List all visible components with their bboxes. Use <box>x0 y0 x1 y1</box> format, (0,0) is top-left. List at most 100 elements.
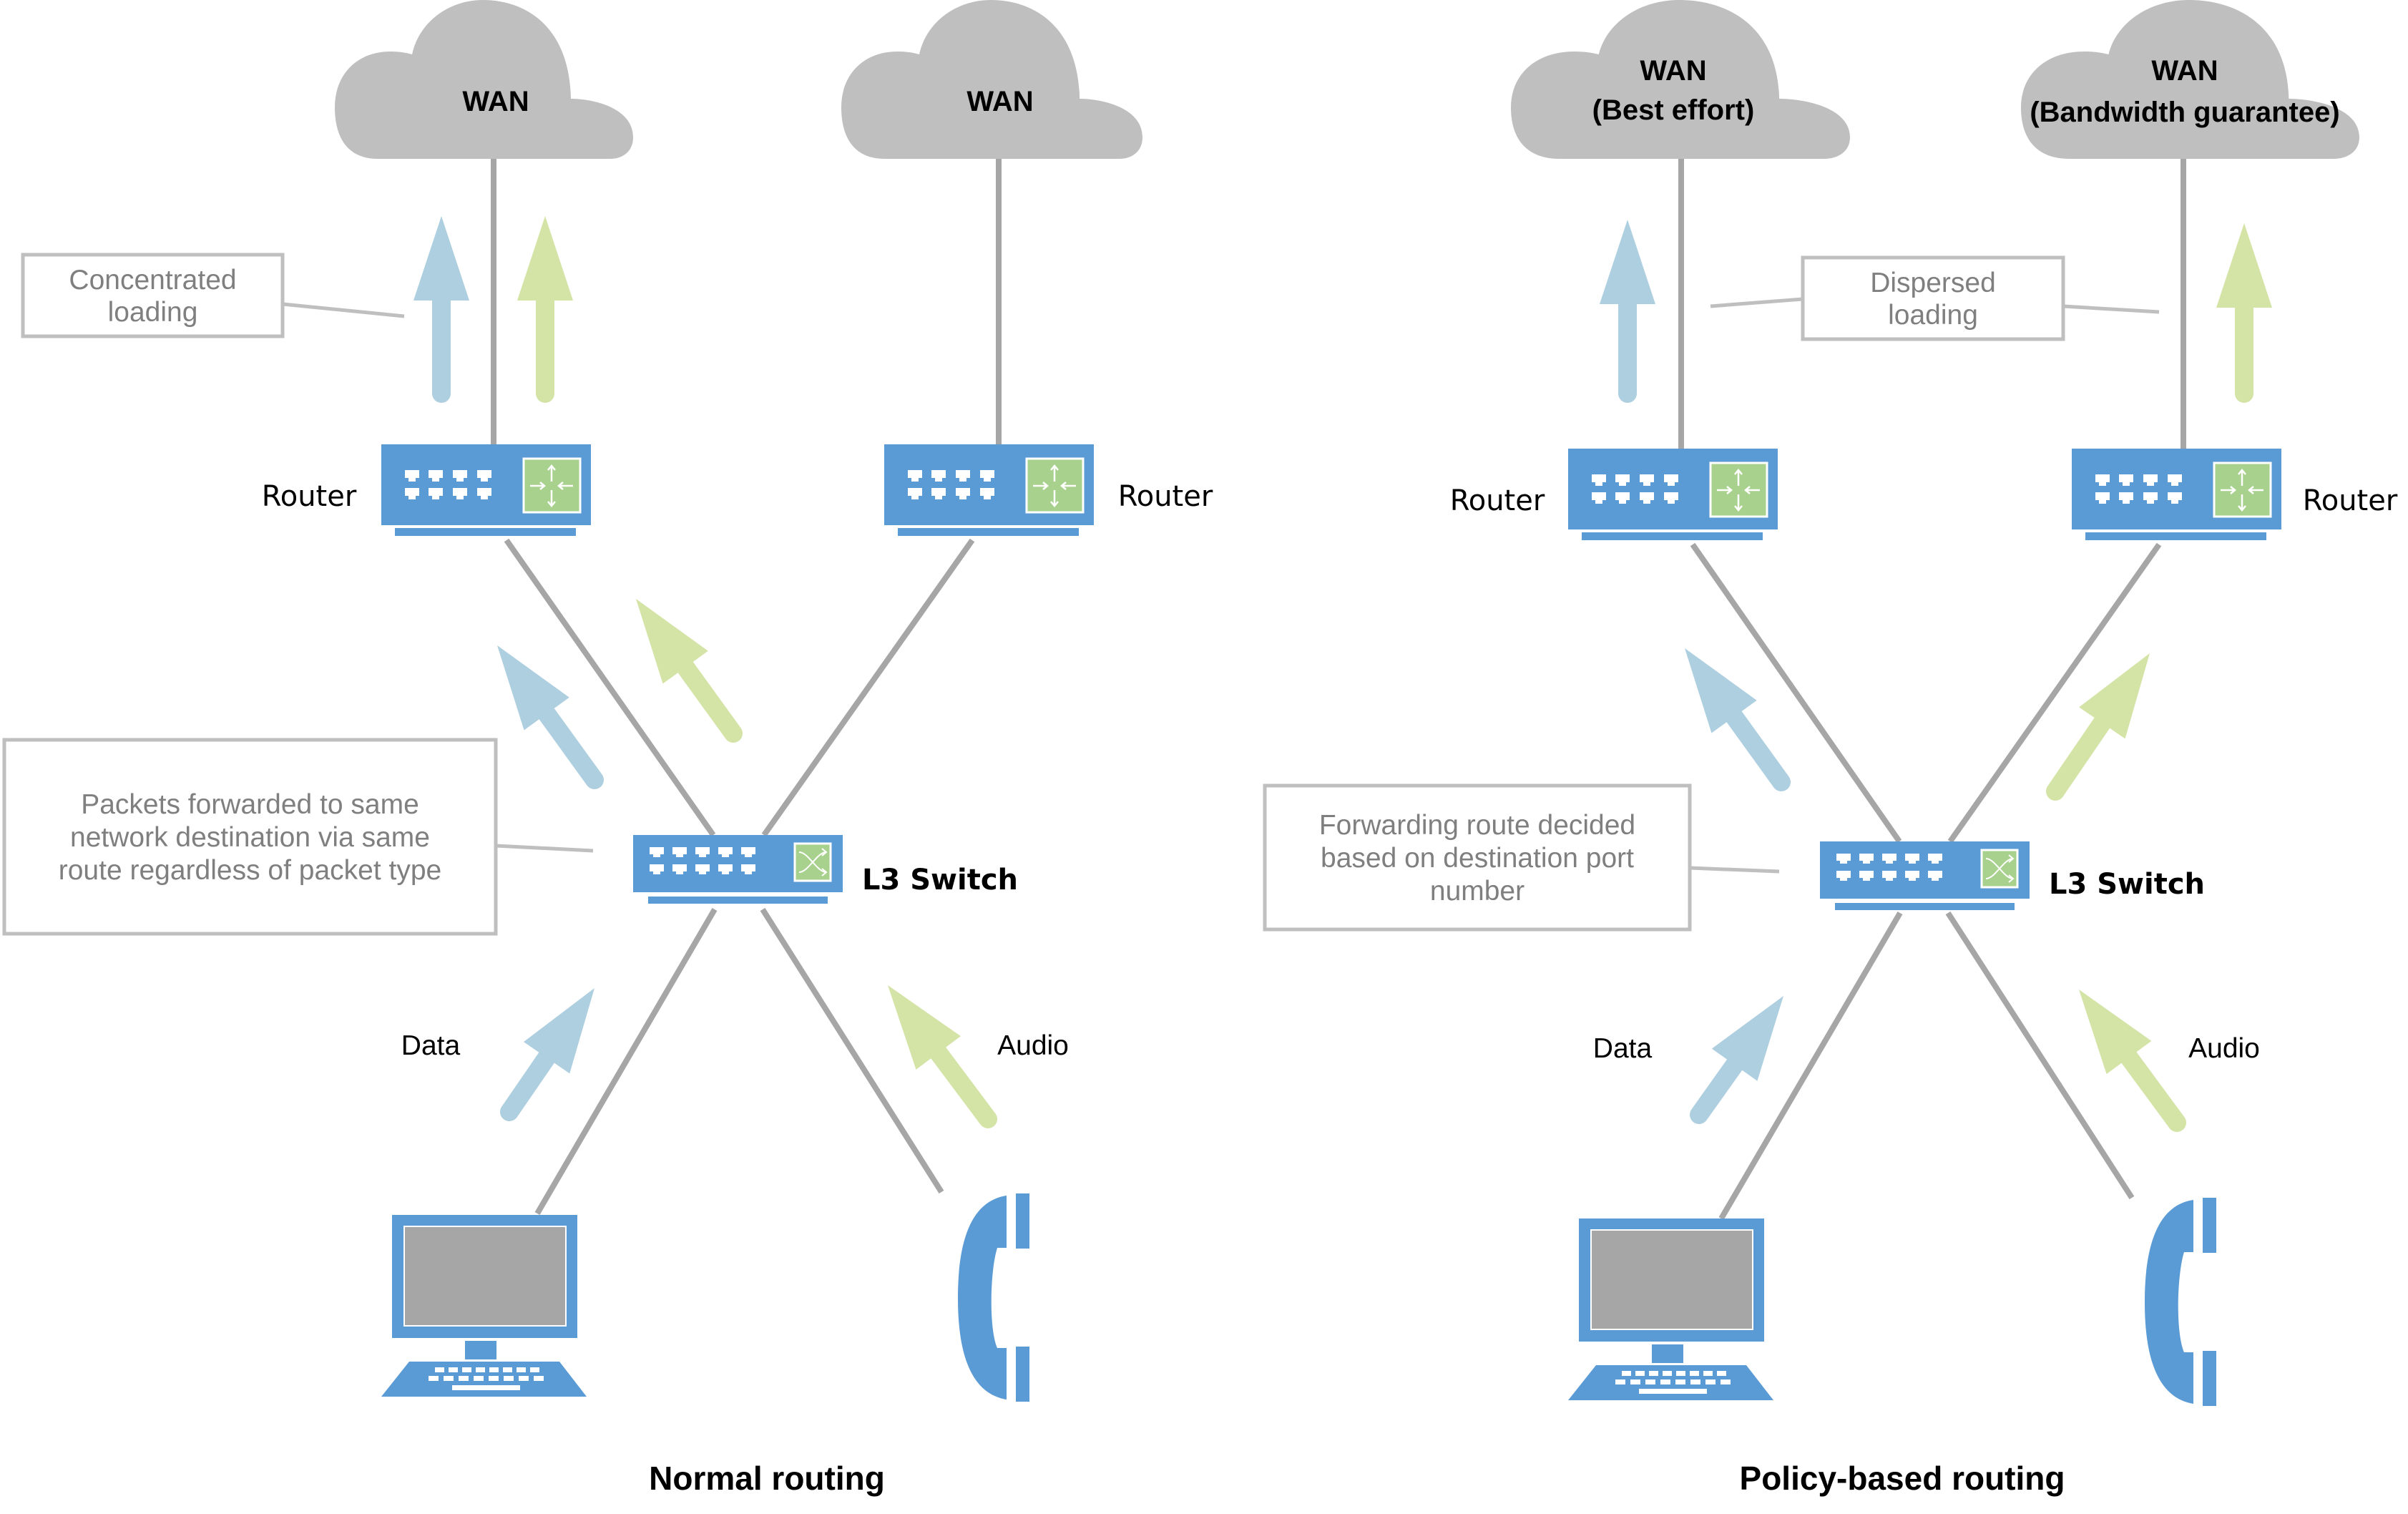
policy-callout-forwarding-text-line: based on destination port <box>1321 843 1634 874</box>
normal-callout-loading-text-line: Concentrated <box>69 265 236 296</box>
normal-callout-loading-box <box>21 253 285 338</box>
callout-leader-line <box>1689 866 1780 874</box>
wan-cloud-policy-2 <box>2021 0 2359 159</box>
wan-cloud-normal-1 <box>335 0 633 159</box>
data-traffic-arrow-shaft <box>535 702 604 789</box>
audio-traffic-arrow-shaft <box>2118 1045 2186 1132</box>
data-traffic-arrow-head <box>1600 220 1655 304</box>
cloud-shape <box>1511 0 1850 159</box>
callout-leader-line <box>2062 304 2160 314</box>
data-traffic-arrow <box>1690 996 1783 1124</box>
wan-label: WAN <box>1640 55 1706 87</box>
audio-traffic-arrow-shaft <box>674 655 743 743</box>
wan-cloud-policy-1 <box>1511 0 1850 159</box>
wan-label: WAN <box>462 86 529 117</box>
router-label: Router <box>262 480 357 513</box>
wan-label: WAN <box>2151 55 2218 87</box>
policy-callout-loading-box <box>1801 255 2065 341</box>
l3-switch-icon[interactable] <box>1819 840 2031 912</box>
data-traffic-arrow-shaft <box>1690 1053 1746 1124</box>
data-traffic-arrow-head <box>1685 648 1757 733</box>
policy-callout-forwarding-text-line: Forwarding route decided <box>1319 810 1635 841</box>
audio-traffic-arrow <box>888 985 997 1128</box>
computer-icon[interactable] <box>1568 1218 1773 1400</box>
endpoint-switch-link <box>534 907 718 1216</box>
switch-router-link <box>504 538 716 837</box>
policy-routing-title: Policy-based routing <box>1740 1460 2065 1497</box>
audio-traffic-arrow-head <box>636 599 708 684</box>
l3-switch-label: L3 Switch <box>862 864 1018 897</box>
router-label: Router <box>1118 480 1213 513</box>
callout-leader-line <box>282 302 405 318</box>
data-traffic-arrow <box>413 216 469 403</box>
cloud-shape <box>841 0 1142 159</box>
policy-callout-loading-text-line: Dispersed <box>1870 268 1996 298</box>
audio-traffic-arrow-head <box>2079 653 2150 739</box>
router-icon[interactable] <box>380 443 592 537</box>
computer-icon[interactable] <box>381 1215 587 1397</box>
audio-traffic-arrow <box>2079 990 2186 1132</box>
policy-callout-forwarding-box <box>1263 783 1692 932</box>
data-traffic-arrow <box>497 645 604 789</box>
router-icon[interactable] <box>1567 447 1779 542</box>
audio-traffic-label: Audio <box>997 1030 1069 1061</box>
router-label: Router <box>2303 484 2398 517</box>
endpoint-switch-link <box>1945 911 2135 1200</box>
audio-traffic-arrow-head <box>517 216 573 301</box>
normal-callout-loading-text-line: loading <box>108 297 198 328</box>
callout-leader-line <box>1710 297 1803 308</box>
audio-traffic-arrow-head <box>2216 223 2272 308</box>
audio-traffic-arrow-shaft <box>2046 711 2113 801</box>
data-traffic-arrow-head <box>413 216 469 301</box>
wan-type-label: (Bandwidth guarantee) <box>2030 97 2339 128</box>
normal-callout-forwarding-text-line: route regardless of packet type <box>59 855 441 886</box>
data-traffic-arrow-head <box>497 645 569 731</box>
normal-callout-forwarding-text-line: network destination via same <box>70 822 430 853</box>
wan-type-label: (Best effort) <box>1592 94 1755 126</box>
audio-traffic-arrow <box>2216 223 2272 403</box>
data-traffic-label: Data <box>1593 1033 1653 1064</box>
callout-leader-line <box>495 844 594 853</box>
cloud-shape <box>2021 0 2359 159</box>
router-icon[interactable] <box>883 443 1095 537</box>
switch-router-link <box>1947 542 2162 844</box>
endpoint-switch-link <box>1718 911 1903 1221</box>
policy-callout-loading-text-line: loading <box>1888 300 1978 331</box>
phone-icon[interactable] <box>958 1193 1029 1402</box>
data-traffic-label: Data <box>401 1030 461 1061</box>
audio-traffic-arrow-shaft <box>927 1041 997 1128</box>
l3-switch-label: L3 Switch <box>2049 868 2205 901</box>
audio-traffic-arrow <box>636 599 743 743</box>
wan-label: WAN <box>966 86 1033 117</box>
data-traffic-arrow <box>1600 220 1655 403</box>
audio-traffic-arrow <box>517 216 573 403</box>
data-traffic-arrow-head <box>523 988 594 1074</box>
endpoint-switch-link <box>760 907 944 1194</box>
phone-icon[interactable] <box>2145 1198 2216 1406</box>
audio-traffic-arrow <box>2046 653 2150 801</box>
data-traffic-arrow <box>1685 648 1791 791</box>
normal-callout-forwarding-box <box>2 738 498 936</box>
audio-traffic-arrow-head <box>888 985 961 1070</box>
router-icon[interactable] <box>2070 447 2283 542</box>
policy-callout-forwarding-text-line: number <box>1430 876 1524 907</box>
normal-callout-forwarding-text-line: Packets forwarded to same <box>81 789 419 820</box>
cloud-shape <box>335 0 633 159</box>
normal-routing-title: Normal routing <box>649 1460 885 1497</box>
audio-traffic-arrow-head <box>2079 990 2152 1075</box>
data-traffic-arrow-shaft <box>1723 705 1791 791</box>
data-traffic-arrow <box>500 988 594 1121</box>
data-traffic-arrow-head <box>1711 996 1783 1081</box>
router-label: Router <box>1450 484 1545 517</box>
wan-cloud-normal-2 <box>841 0 1142 159</box>
l3-switch-icon[interactable] <box>632 834 844 905</box>
switch-router-link <box>761 538 975 837</box>
audio-traffic-label: Audio <box>2188 1033 2260 1064</box>
switch-router-link <box>1690 542 1902 844</box>
data-traffic-arrow-shaft <box>500 1045 558 1121</box>
